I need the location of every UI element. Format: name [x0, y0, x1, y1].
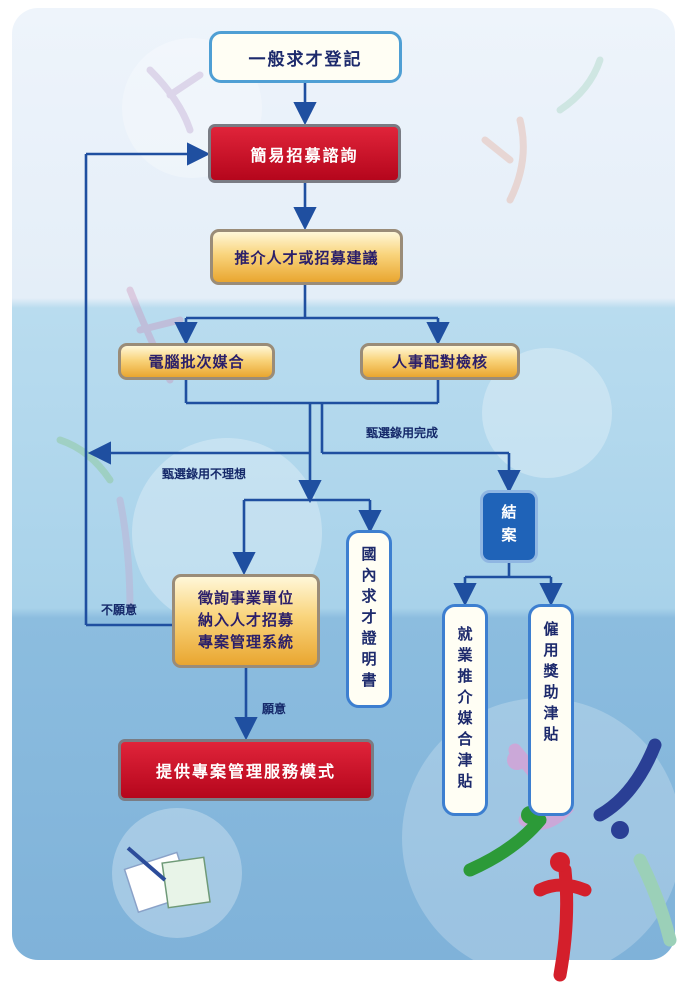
hire-done-label: 甄選錄用完成 — [366, 426, 439, 440]
invite-enterprise-box: 徵詢事業單位 納入人才招募 專案管理系統 — [172, 574, 320, 668]
provide-service-box: 提供專案管理服務模式 — [118, 739, 374, 801]
general-registration-label: 一般求才登記 — [248, 49, 363, 70]
batch-match-label: 電腦批次媒合 — [148, 353, 245, 371]
hr-check-label: 人事配對檢核 — [391, 353, 488, 371]
domestic-cert-box: 國內求才證明書 — [346, 530, 392, 708]
invite-line-1: 徵詢事業單位 — [197, 589, 294, 608]
invite-line-3: 專案管理系統 — [197, 632, 294, 651]
close-label: 結案 — [499, 503, 518, 550]
employment-subsidy-box: 就業推介媒合津貼 — [442, 604, 488, 816]
recommend-box: 推介人才或招募建議 — [210, 229, 403, 285]
document-pencil-calculator-icon — [123, 846, 211, 914]
unwilling-label: 不願意 — [101, 603, 138, 617]
batch-match-box: 電腦批次媒合 — [118, 343, 275, 380]
employment-subsidy-label: 就業推介媒合津貼 — [455, 626, 474, 794]
hr-check-box: 人事配對檢核 — [360, 343, 520, 380]
willing-label: 願意 — [262, 702, 287, 716]
domestic-cert-label: 國內求才證明書 — [359, 545, 378, 693]
provide-service-label: 提供專案管理服務模式 — [155, 762, 336, 781]
hiring-subsidy-box: 僱用獎助津貼 — [528, 604, 574, 816]
general-registration-box: 一般求才登記 — [209, 31, 402, 83]
simple-consult-box: 簡易招募諮詢 — [208, 124, 401, 183]
recommend-label: 推介人才或招募建議 — [234, 248, 379, 267]
invite-line-2: 納入人才招募 — [197, 611, 294, 630]
hiring-subsidy-label: 僱用獎助津貼 — [541, 621, 560, 747]
hire-not-ideal-label: 甄選錄用不理想 — [162, 467, 247, 481]
close-box: 結案 — [480, 490, 538, 563]
simple-consult-label: 簡易招募諮詢 — [250, 145, 359, 165]
